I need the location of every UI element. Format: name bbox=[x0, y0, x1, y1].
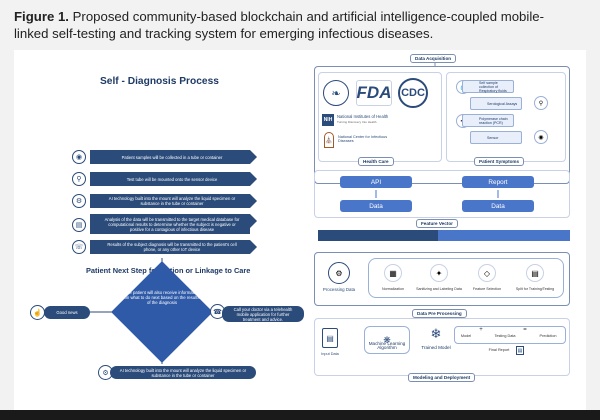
symptom-4: Sensor bbox=[470, 131, 522, 144]
api-button: API bbox=[340, 176, 412, 188]
plus-icon: + bbox=[479, 327, 483, 333]
pre-step-3: Feature Selection bbox=[472, 287, 502, 291]
assay-icon: ⚲ bbox=[534, 96, 548, 110]
diamond-text: The patient will also receive informatio… bbox=[124, 290, 200, 306]
report-icon: ▤ bbox=[516, 346, 524, 355]
telehealth-label: Call your doctor via a telehealth mobile… bbox=[222, 306, 304, 322]
caption-label: Figure 1. bbox=[14, 9, 69, 24]
pre-step-1: Normalization bbox=[382, 287, 404, 291]
pre-step-2: Sanitizing and Labeling Data bbox=[416, 287, 462, 291]
ncid-label: National Center for Infectious Diseases bbox=[338, 135, 388, 144]
trained-model-label: Trained Model bbox=[421, 345, 451, 350]
testing-data-label: Testing Data bbox=[494, 334, 516, 338]
figure-caption: Figure 1. Proposed community-based block… bbox=[14, 8, 574, 42]
cdc-logo: CDC bbox=[398, 78, 428, 108]
ai-chip-icon: ⚙ bbox=[72, 194, 86, 208]
prediction-panel bbox=[454, 326, 566, 344]
equals-icon: = bbox=[523, 327, 527, 333]
input-data-icon: ▤ bbox=[322, 328, 338, 348]
report-button: Report bbox=[462, 176, 534, 188]
modeling-label: Modeling and Deployment bbox=[408, 373, 476, 382]
step-3: AI technology built into the mount will … bbox=[90, 194, 257, 208]
nih-label: National Institutes of Health bbox=[337, 114, 389, 119]
normalization-icon: ▦ bbox=[384, 264, 402, 282]
feature-vector-dark-segment bbox=[318, 230, 438, 241]
step-1: Patient samples will be collected in a t… bbox=[90, 150, 257, 164]
split-icon: ▤ bbox=[526, 264, 544, 282]
bottom-bar bbox=[0, 410, 600, 420]
test-tube-icon: ⚲ bbox=[72, 172, 86, 186]
thumbs-up-icon: ☝ bbox=[30, 305, 45, 320]
database-icon: ▤ bbox=[72, 218, 86, 232]
patient-symptoms-label: Patient Symptoms bbox=[474, 157, 525, 166]
good-news-label: Good news bbox=[44, 306, 90, 319]
input-data-label: Input Data bbox=[321, 352, 339, 356]
health-care-label: Health Care bbox=[358, 157, 394, 166]
processing-data-label: Processing Data bbox=[322, 287, 356, 292]
pre-step-4: Split for Training/Testing bbox=[515, 287, 555, 291]
processing-gear-icon: ⚙ bbox=[328, 262, 350, 284]
nih-icon: NIH bbox=[322, 114, 334, 126]
sensor-icon: ◉ bbox=[534, 130, 548, 144]
data-button-left: Data bbox=[340, 200, 412, 212]
ai-bottom-label: AI technology built into the mount will … bbox=[110, 366, 256, 379]
feature-vector-bar bbox=[318, 230, 570, 241]
fda-logo: FDA bbox=[356, 80, 392, 106]
data-acquisition-label: Data Acquisition bbox=[410, 54, 457, 63]
symptom-2: Serological Assays bbox=[470, 97, 522, 110]
nih-subtitle: Turning Discovery Into Health bbox=[337, 120, 377, 124]
step-4: Analysis of the data will be transmitted… bbox=[90, 214, 257, 234]
feature-vector-label: Feature Vector bbox=[416, 219, 458, 228]
symptom-1: Self sample collection of Respiratory fl… bbox=[462, 80, 514, 93]
data-flow-box bbox=[314, 170, 570, 218]
final-report-label: Final Report bbox=[488, 348, 510, 352]
step-5: Results of the subject diagnosis will be… bbox=[90, 240, 257, 254]
caption-text: Proposed community-based blockchain and … bbox=[14, 9, 544, 41]
ncid-building-icon: ⛪ bbox=[324, 132, 334, 148]
hhs-eagle-icon: ❧ bbox=[323, 80, 349, 106]
ml-algorithm-label: Machine Learning Algorithm bbox=[368, 341, 406, 351]
symptom-3: Polymerase chain reaction (PCR) bbox=[462, 114, 514, 127]
data-pre-processing-label: Data Pre Processing bbox=[412, 309, 467, 318]
sample-icon: ◉ bbox=[72, 150, 86, 164]
phone-icon: ☏ bbox=[72, 240, 86, 254]
self-diagnosis-title: Self - Diagnosis Process bbox=[100, 76, 219, 87]
ml-brain-icon: ❋ bbox=[364, 326, 410, 354]
trained-model-icon: ❄ bbox=[430, 326, 442, 341]
labeling-icon: ✦ bbox=[430, 264, 448, 282]
feature-selection-icon: ◇ bbox=[478, 264, 496, 282]
prediction-label: Prediction bbox=[539, 334, 557, 338]
data-button-right: Data bbox=[462, 200, 534, 212]
step-2: Test tube will be mounted onto the senso… bbox=[90, 172, 257, 186]
model-label: Model bbox=[460, 334, 472, 338]
